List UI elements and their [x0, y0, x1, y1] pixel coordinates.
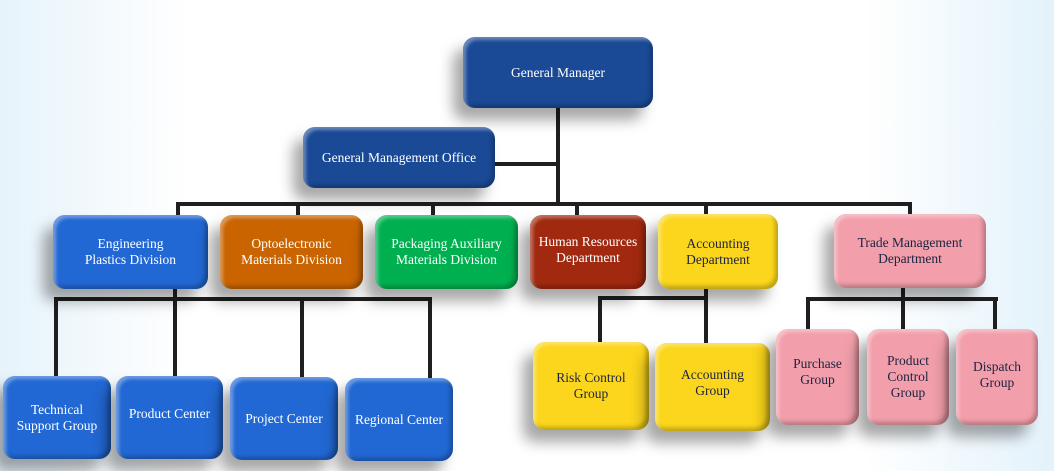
node-label: Regional Center [354, 411, 444, 427]
node-product-center[interactable]: Product Center [116, 376, 223, 459]
node-project-center[interactable]: Project Center [230, 377, 338, 460]
connector-line [428, 297, 432, 379]
node-label: Product Control Group [887, 353, 929, 400]
node-regional-center[interactable]: Regional Center [345, 378, 453, 461]
node-label: Risk Control Group [556, 370, 626, 401]
connector-line [598, 296, 708, 300]
node-dispatch-group[interactable]: Dispatch Group [956, 329, 1038, 425]
node-label: Accounting Group [681, 367, 744, 398]
node-label: Project Center [245, 410, 323, 426]
node-label: Human Resources Department [538, 234, 638, 265]
node-label: Optoelectronic Materials Division [241, 236, 342, 267]
node-label: General Management Office [321, 149, 477, 165]
node-label: Purchase Group [793, 356, 842, 387]
node-label: Technical Support Group [16, 401, 98, 433]
connector-line [54, 297, 432, 301]
connector-line [556, 106, 560, 206]
node-engineering-plastics-division[interactable]: Engineering Plastics Division [53, 215, 208, 289]
node-accounting-department[interactable]: Accounting Department [658, 214, 778, 289]
connector-line [493, 162, 558, 166]
connector-line [908, 202, 912, 218]
connector-line [704, 287, 708, 345]
connector-line [176, 202, 912, 206]
connector-line [575, 202, 579, 218]
node-label: Engineering Plastics Division [84, 236, 177, 267]
node-risk-control-group[interactable]: Risk Control Group [533, 342, 649, 430]
connector-line [54, 297, 58, 379]
connector-line [901, 287, 905, 331]
connector-line [431, 202, 435, 218]
node-label: Dispatch Group [973, 359, 1021, 390]
node-label: Trade Management Department [857, 235, 963, 266]
node-accounting-group[interactable]: Accounting Group [655, 343, 770, 431]
node-product-control-group[interactable]: Product Control Group [867, 329, 949, 425]
connector-line [704, 202, 708, 218]
node-human-resources-department[interactable]: Human Resources Department [530, 215, 646, 289]
connector-line [806, 297, 810, 331]
node-optoelectronic-materials-division[interactable]: Optoelectronic Materials Division [220, 215, 363, 289]
node-general-management-office[interactable]: General Management Office [303, 127, 495, 188]
node-label: Accounting Department [686, 235, 750, 267]
node-trade-management-department[interactable]: Trade Management Department [834, 214, 986, 288]
node-general-manager[interactable]: General Manager [463, 37, 653, 108]
connector-line [173, 287, 177, 379]
connector-line [176, 202, 180, 218]
node-label: Packaging Auxiliary Materials Division [391, 236, 502, 267]
node-technical-support-group[interactable]: Technical Support Group [3, 376, 111, 459]
node-label: General Manager [510, 64, 606, 80]
connector-line [993, 297, 997, 331]
connector-line [598, 296, 602, 344]
node-packaging-auxiliary-materials-division[interactable]: Packaging Auxiliary Materials Division [375, 215, 518, 289]
node-purchase-group[interactable]: Purchase Group [776, 329, 859, 425]
connector-line [300, 297, 304, 379]
node-label: Product Center [128, 405, 211, 421]
connector-line [296, 202, 300, 218]
